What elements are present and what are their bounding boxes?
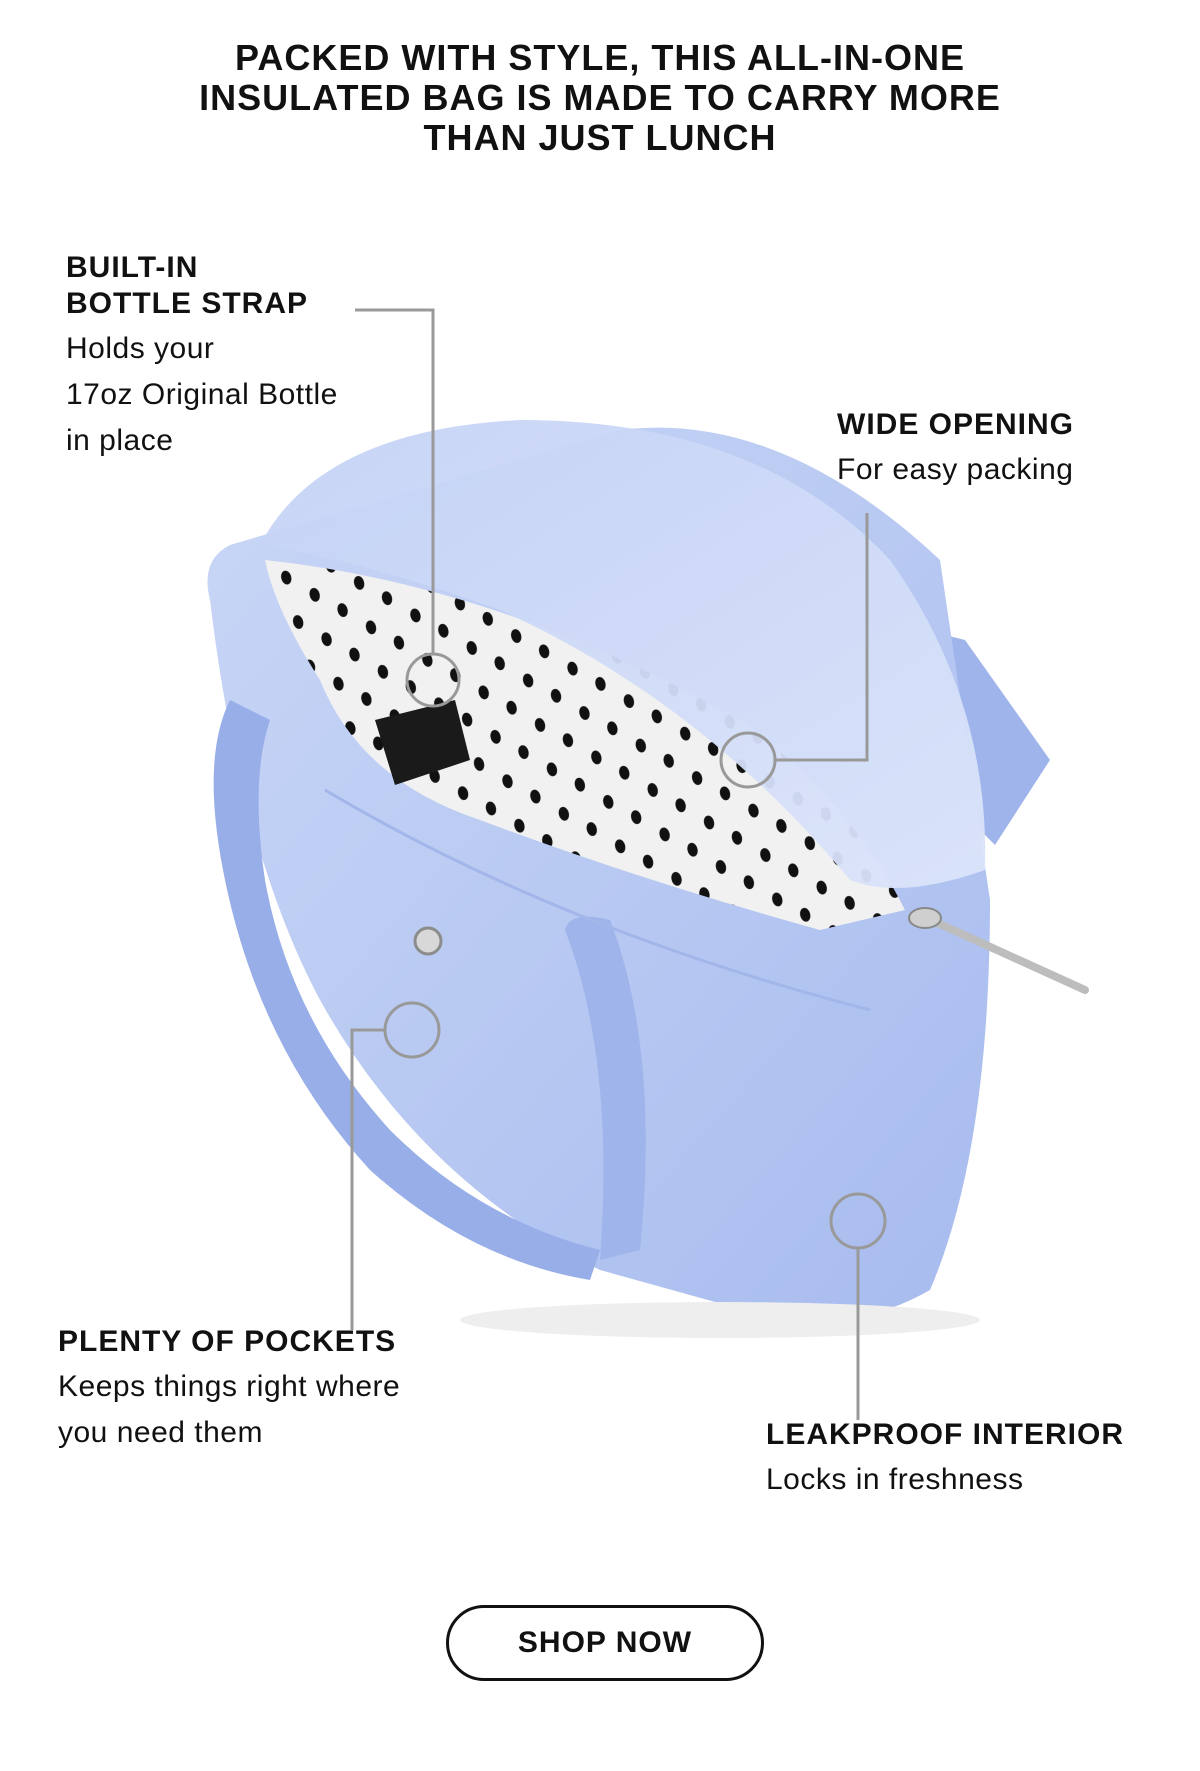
shop-now-button[interactable]: SHOP NOW — [446, 1605, 764, 1681]
pocket-seam — [324, 788, 871, 1012]
feature-title: WIDE OPENING — [837, 408, 1075, 441]
feature-description: For easy packing — [837, 453, 1074, 486]
callout-leakproof — [829, 1192, 887, 1420]
headline-line-3: THAN JUST LUNCH — [423, 117, 777, 158]
headline-line-2: INSULATED BAG IS MADE TO CARRY MORE — [199, 77, 1001, 118]
bag-flap — [260, 420, 986, 888]
feature-description: Locks in freshness — [766, 1463, 1024, 1496]
feature-bottle-strap: BUILT-IN BOTTLE STRAP Holds your 17oz Or… — [66, 250, 338, 464]
front-handle — [565, 916, 646, 1260]
feature-desc-line-2: 17oz Original Bottle — [66, 378, 338, 411]
bag-shadow — [460, 1302, 980, 1338]
feature-title: LEAKPROOF INTERIOR — [766, 1418, 1125, 1451]
feature-description: Keeps things right where you need them — [58, 1364, 400, 1456]
bottle — [375, 700, 470, 785]
feature-title: PLENTY OF POCKETS — [58, 1325, 397, 1358]
headline-line-1: PACKED WITH STYLE, THIS ALL-IN-ONE — [235, 37, 965, 78]
zipper-pull — [908, 907, 1089, 994]
feature-wide-opening: WIDE OPENING For easy packing — [837, 407, 1074, 493]
feature-desc-line-1: Keeps things right where — [58, 1370, 401, 1403]
callout-pockets — [350, 1001, 441, 1330]
callout-opening — [719, 513, 869, 789]
headline: PACKED WITH STYLE, THIS ALL-IN-ONE INSUL… — [0, 38, 1200, 158]
feature-desc-line-1: Holds your — [66, 332, 215, 365]
left-handle — [213, 700, 601, 1280]
feature-title-line-2: BOTTLE STRAP — [66, 287, 308, 320]
snap-button — [413, 926, 443, 956]
feature-pockets: PLENTY OF POCKETS Keeps things right whe… — [58, 1324, 400, 1456]
feature-title-line-1: BUILT-IN — [66, 251, 199, 284]
feature-leakproof: LEAKPROOF INTERIOR Locks in freshness — [766, 1417, 1124, 1503]
callout-strap — [355, 308, 461, 708]
feature-desc-line-2: you need them — [58, 1416, 263, 1449]
feature-title: BUILT-IN BOTTLE STRAP — [66, 250, 338, 322]
bag-lining — [265, 560, 905, 930]
feature-desc-line-3: in place — [66, 424, 174, 457]
feature-description: Holds your 17oz Original Bottle in place — [66, 326, 338, 464]
